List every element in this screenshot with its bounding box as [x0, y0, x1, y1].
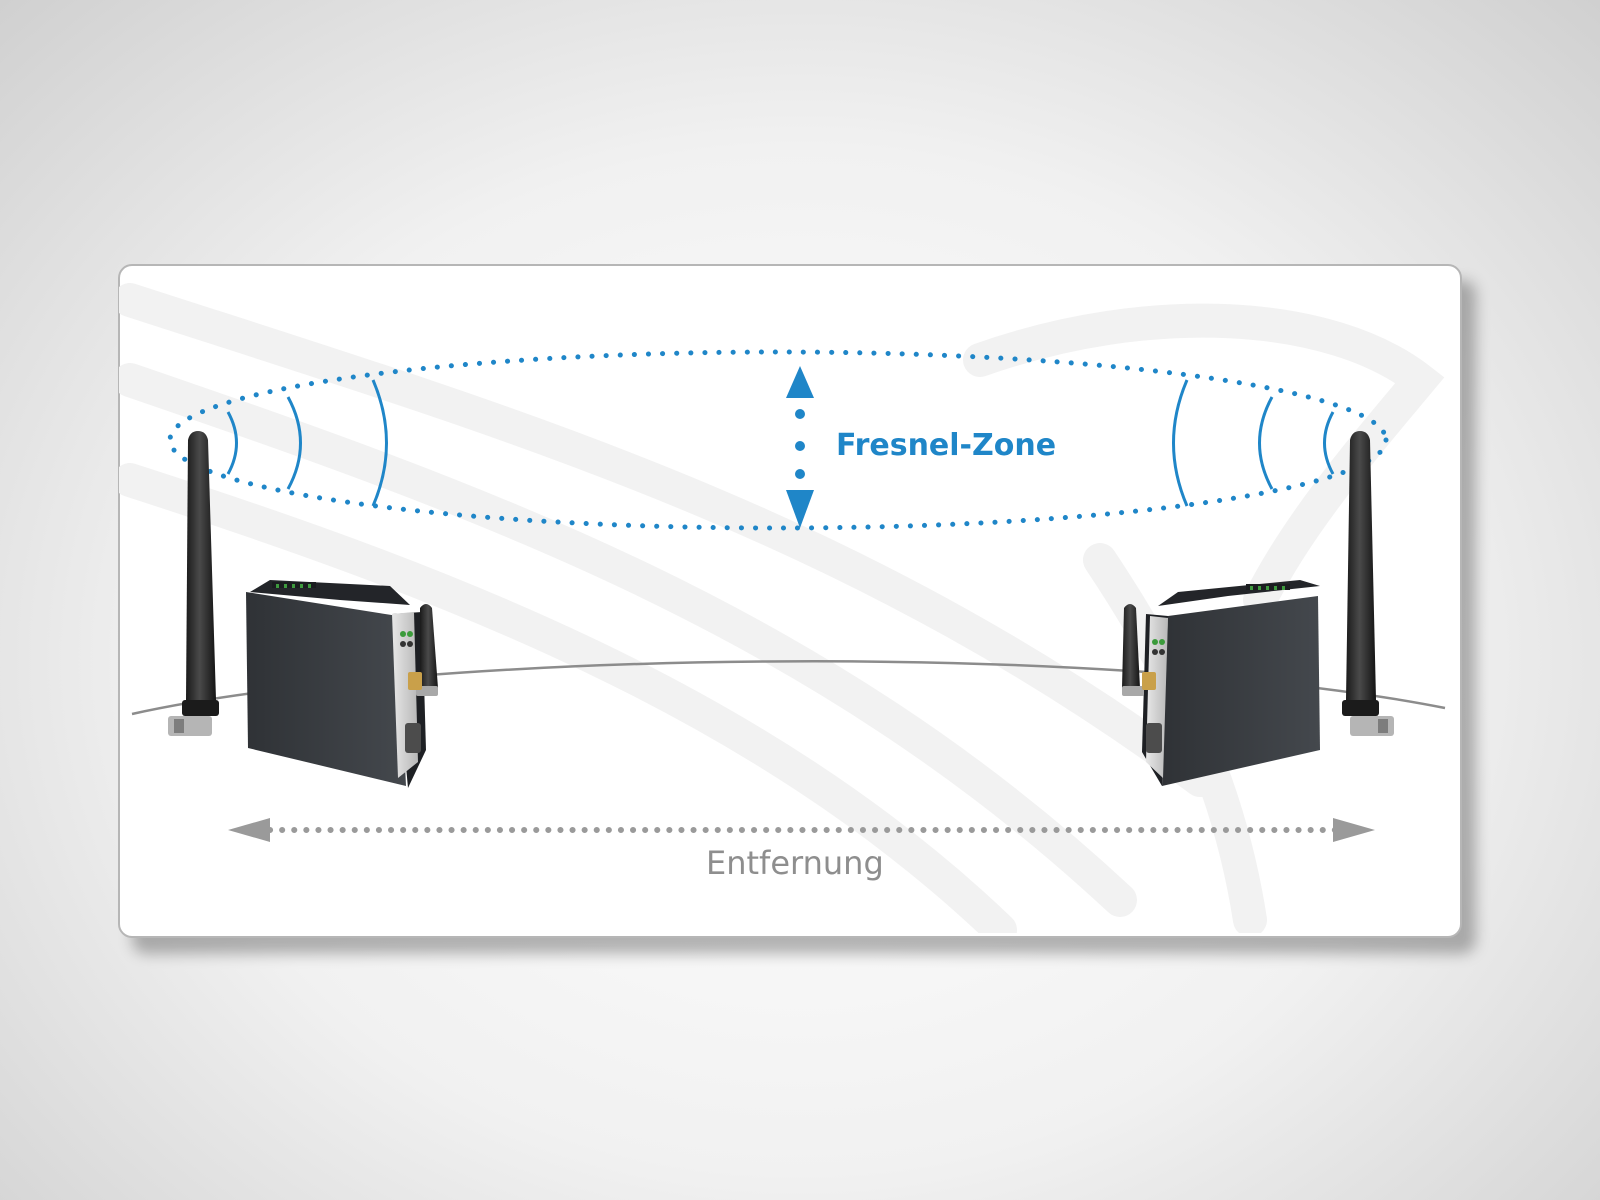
left-signal-waves	[226, 379, 388, 507]
left-small-antenna	[408, 604, 438, 696]
distance-label: Entfernung	[706, 844, 884, 882]
right-radio-modem	[1142, 580, 1320, 786]
fresnel-height-arrow	[786, 366, 814, 528]
right-small-antenna	[1122, 604, 1156, 696]
right-signal-waves	[1172, 379, 1335, 507]
distance-arrow	[228, 818, 1375, 842]
left-antenna	[168, 431, 219, 736]
fresnel-zone-ellipse	[167, 349, 1389, 531]
left-radio-modem	[246, 580, 426, 788]
right-antenna	[1342, 431, 1394, 736]
fresnel-zone-label: Fresnel-Zone	[836, 428, 1056, 463]
